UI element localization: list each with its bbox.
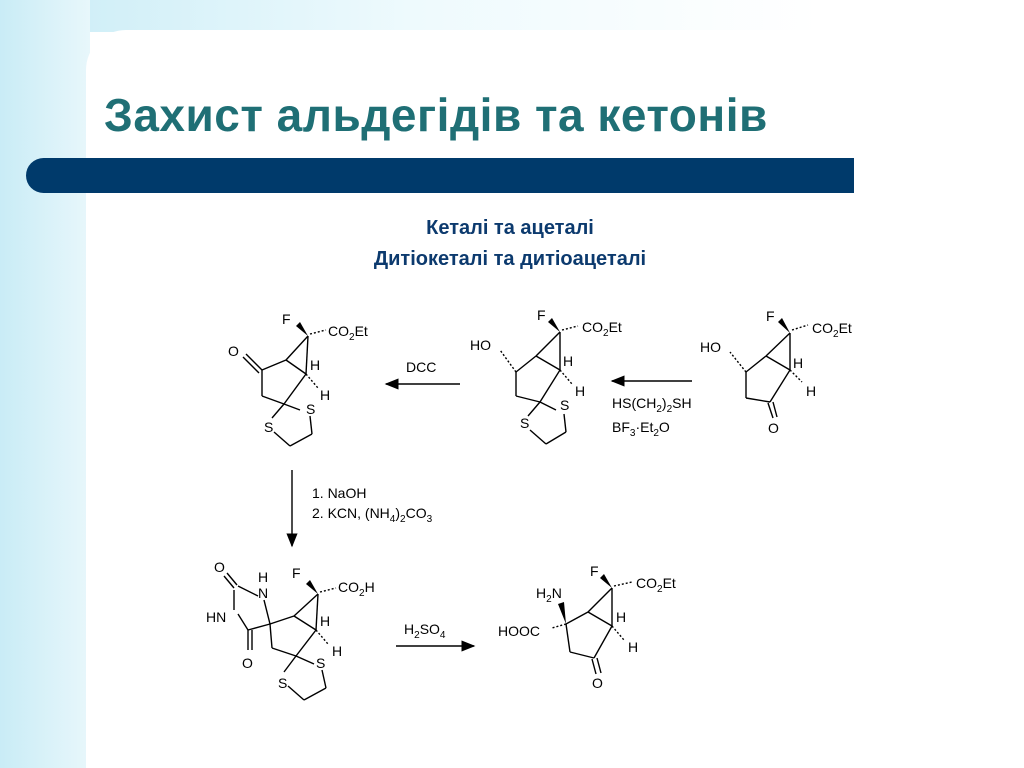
atom-label-S: S bbox=[560, 397, 569, 413]
background-left-gradient bbox=[0, 0, 90, 768]
slide-title: Захист альдегідів та кетонів bbox=[104, 89, 768, 141]
atom-label-O: O bbox=[768, 420, 779, 436]
title-underline-bar bbox=[26, 158, 854, 193]
molecule-dithiolane-ketone: F CO2Et O H H S S bbox=[228, 311, 368, 447]
atom-label-H: H bbox=[616, 609, 626, 625]
atom-label-CO2Et: CO2Et bbox=[812, 320, 852, 340]
arrow-step2: DCC bbox=[384, 359, 460, 390]
reagent-dithiol: HS(CH2)2SH bbox=[612, 395, 692, 415]
arrow-step1: HS(CH2)2SH BF3·Et2O bbox=[610, 375, 692, 439]
atom-label-O: O bbox=[214, 559, 225, 575]
atom-label-O: O bbox=[592, 675, 603, 691]
slide-content-area bbox=[86, 30, 1024, 768]
atom-label-S: S bbox=[316, 655, 325, 671]
subtitle-ketals-acetals: Кеталі та ацеталі bbox=[426, 217, 594, 239]
atom-label-F: F bbox=[292, 565, 301, 581]
atom-label-H: H bbox=[310, 357, 320, 373]
reagent-naoh: 1. NaOH bbox=[312, 485, 366, 501]
atom-label-H: H bbox=[806, 383, 816, 399]
reagent-bf3: BF3·Et2O bbox=[612, 419, 670, 439]
arrow-step3: 1. NaOH 2. KCN, (NH4)2CO3 bbox=[286, 470, 433, 548]
atom-label-S: S bbox=[278, 675, 287, 691]
atom-label-CO2Et: CO2Et bbox=[582, 319, 622, 339]
atom-label-S: S bbox=[520, 415, 529, 431]
atom-label-S: S bbox=[264, 419, 273, 435]
atom-label-O: O bbox=[242, 655, 253, 671]
atom-label-O: O bbox=[228, 343, 239, 359]
atom-label-F: F bbox=[766, 308, 775, 324]
atom-label-N: N bbox=[258, 585, 268, 601]
atom-label-H: H bbox=[320, 613, 330, 629]
molecule-dithiolane-alcohol: F CO2Et HO H H S S bbox=[470, 307, 622, 445]
molecule-starting-ketone: F CO2Et HO H H O bbox=[700, 308, 852, 436]
atom-label-H: H bbox=[563, 353, 573, 369]
atom-label-H: H bbox=[628, 639, 638, 655]
arrow-step4: H2SO4 bbox=[396, 621, 476, 652]
atom-label-F: F bbox=[537, 307, 546, 323]
atom-label-S: S bbox=[306, 401, 315, 417]
atom-label-H: H bbox=[258, 569, 268, 585]
molecule-hydantoin: O H N HN O F CO2H H H S S bbox=[206, 559, 375, 701]
atom-label-H: H bbox=[793, 355, 803, 371]
atom-label-CO2Et: CO2Et bbox=[328, 323, 368, 343]
atom-label-F: F bbox=[282, 311, 291, 327]
atom-label-HN: HN bbox=[206, 609, 226, 625]
atom-label-CO2H: CO2H bbox=[338, 579, 375, 599]
reagent-kcn: 2. KCN, (NH4)2CO3 bbox=[312, 505, 433, 525]
reagent-dcc: DCC bbox=[406, 359, 436, 375]
background-top-gradient bbox=[0, 0, 1024, 32]
atom-label-CO2Et: CO2Et bbox=[636, 575, 676, 595]
atom-label-H: H bbox=[320, 387, 330, 403]
atom-label-F: F bbox=[590, 563, 599, 579]
atom-label-H: H bbox=[575, 383, 585, 399]
subtitle-dithioketals: Дитіокеталі та дитіоацеталі bbox=[373, 248, 647, 270]
atom-label-HOOC: HOOC bbox=[498, 623, 540, 639]
atom-label-HO: HO bbox=[470, 337, 491, 353]
atom-label-HO: HO bbox=[700, 339, 721, 355]
atom-label-H: H bbox=[332, 643, 342, 659]
atom-label-H2N: H2N bbox=[536, 585, 562, 605]
molecule-amino-acid: H2N F CO2Et HOOC H H O bbox=[498, 563, 676, 691]
reagent-h2so4: H2SO4 bbox=[404, 621, 446, 641]
